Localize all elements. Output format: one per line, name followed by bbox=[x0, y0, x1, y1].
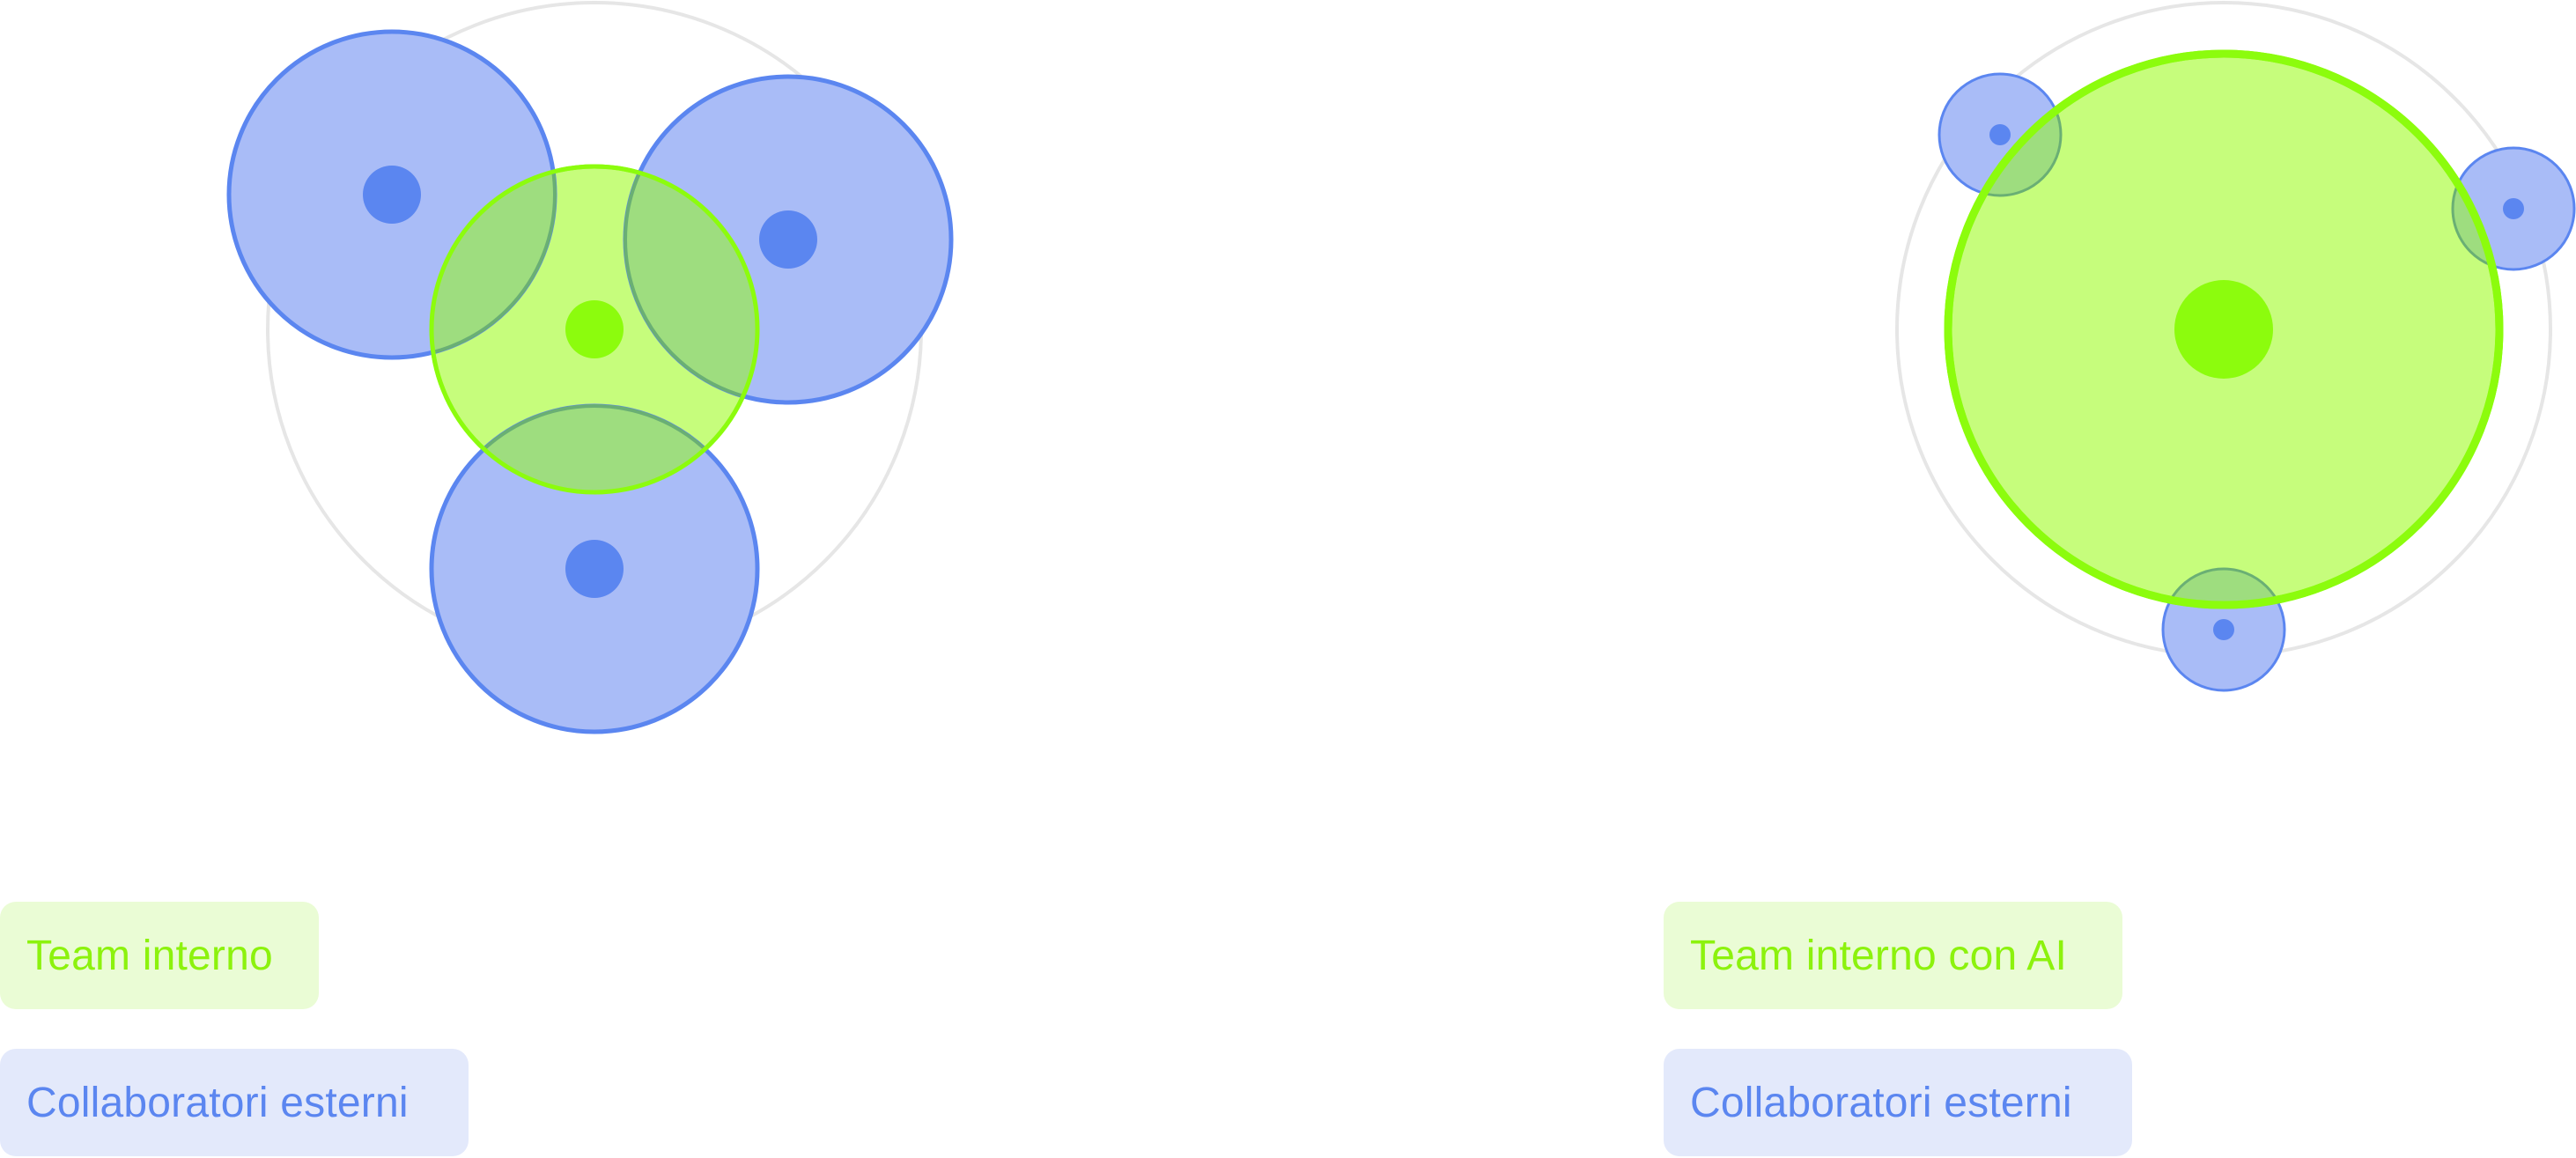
right-external-core-2 bbox=[2503, 198, 2524, 219]
left-external-core-3 bbox=[565, 540, 624, 598]
right-legend-internal-team-ai-text: Team interno con AI bbox=[1690, 932, 2068, 979]
left-diagram bbox=[226, 1, 954, 734]
left-overlap-1 bbox=[432, 166, 557, 359]
right-legend-external-collaborators-label: Collaboratori esterni bbox=[1664, 1049, 2132, 1156]
left-external-core-2 bbox=[759, 210, 817, 269]
left-internal-team-outline bbox=[429, 164, 760, 495]
right-internal-team-core bbox=[2174, 280, 2273, 379]
left-legend-internal-team-text: Team interno bbox=[26, 932, 273, 979]
right-internal-team-outline bbox=[1944, 49, 2504, 609]
left-legend-internal-team-label: Team interno bbox=[0, 902, 319, 1009]
left-internal-team-core bbox=[565, 300, 624, 358]
right-legend-external-collaborators-text: Collaboratori esterni bbox=[1690, 1079, 2072, 1126]
right-legend-internal-team-ai-label: Team interno con AI bbox=[1664, 902, 2122, 1009]
right-overlap-3 bbox=[2161, 567, 2286, 605]
left-legend-external-collaborators-label: Collaboratori esterni bbox=[0, 1049, 469, 1156]
right-external-core-1 bbox=[1989, 124, 2011, 145]
left-external-core-1 bbox=[363, 166, 421, 224]
team-diagram bbox=[226, 1, 2576, 734]
left-overlap-2 bbox=[624, 166, 757, 404]
right-diagram bbox=[1895, 1, 2576, 692]
left-legend-external-collaborators-text: Collaboratori esterni bbox=[26, 1079, 409, 1126]
right-external-core-3 bbox=[2213, 619, 2234, 640]
